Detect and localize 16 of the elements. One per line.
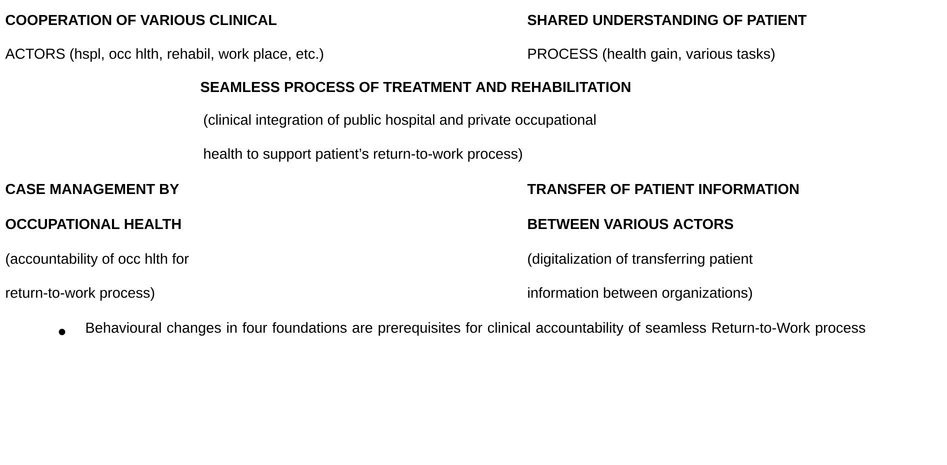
heading: BETWEEN VARIOUS ACTORS [528, 218, 734, 230]
description-text: information between organizations) [528, 287, 752, 301]
bullet-text: Behavioural changes in four foundations are prerequisites for clinical accountability of seamless Return-to-Work process [86, 322, 866, 336]
heading: SHARED UNDERSTANDING OF PATIENT [528, 14, 807, 26]
description-text: (clinical integration of public hospital and private occupational [204, 114, 596, 128]
heading: TRANSFER OF PATIENT INFORMATION [527, 184, 798, 194]
heading: SEAMLESS PROCESS OF TREATMENT AND REHABILITATION [200, 82, 630, 92]
description-text: PROCESS (health gain, various tasks) [528, 48, 774, 62]
description-text: health to support patient’s return-to-work process) [204, 148, 522, 162]
heading: COOPERATION OF VARIOUS CLINICAL [6, 14, 277, 26]
heading: OCCUPATIONAL HEALTH [6, 218, 181, 230]
description-text: (digitalization of transferring patient [528, 253, 753, 267]
description-text: (accountability of occ hlth for [6, 253, 189, 267]
description-text: return-to-work process) [6, 287, 154, 301]
heading: CASE MANAGEMENT BY [6, 184, 179, 194]
description-text: ACTORS (hspl, occ hlth, rehabil, work place, etc.) [5, 48, 324, 62]
